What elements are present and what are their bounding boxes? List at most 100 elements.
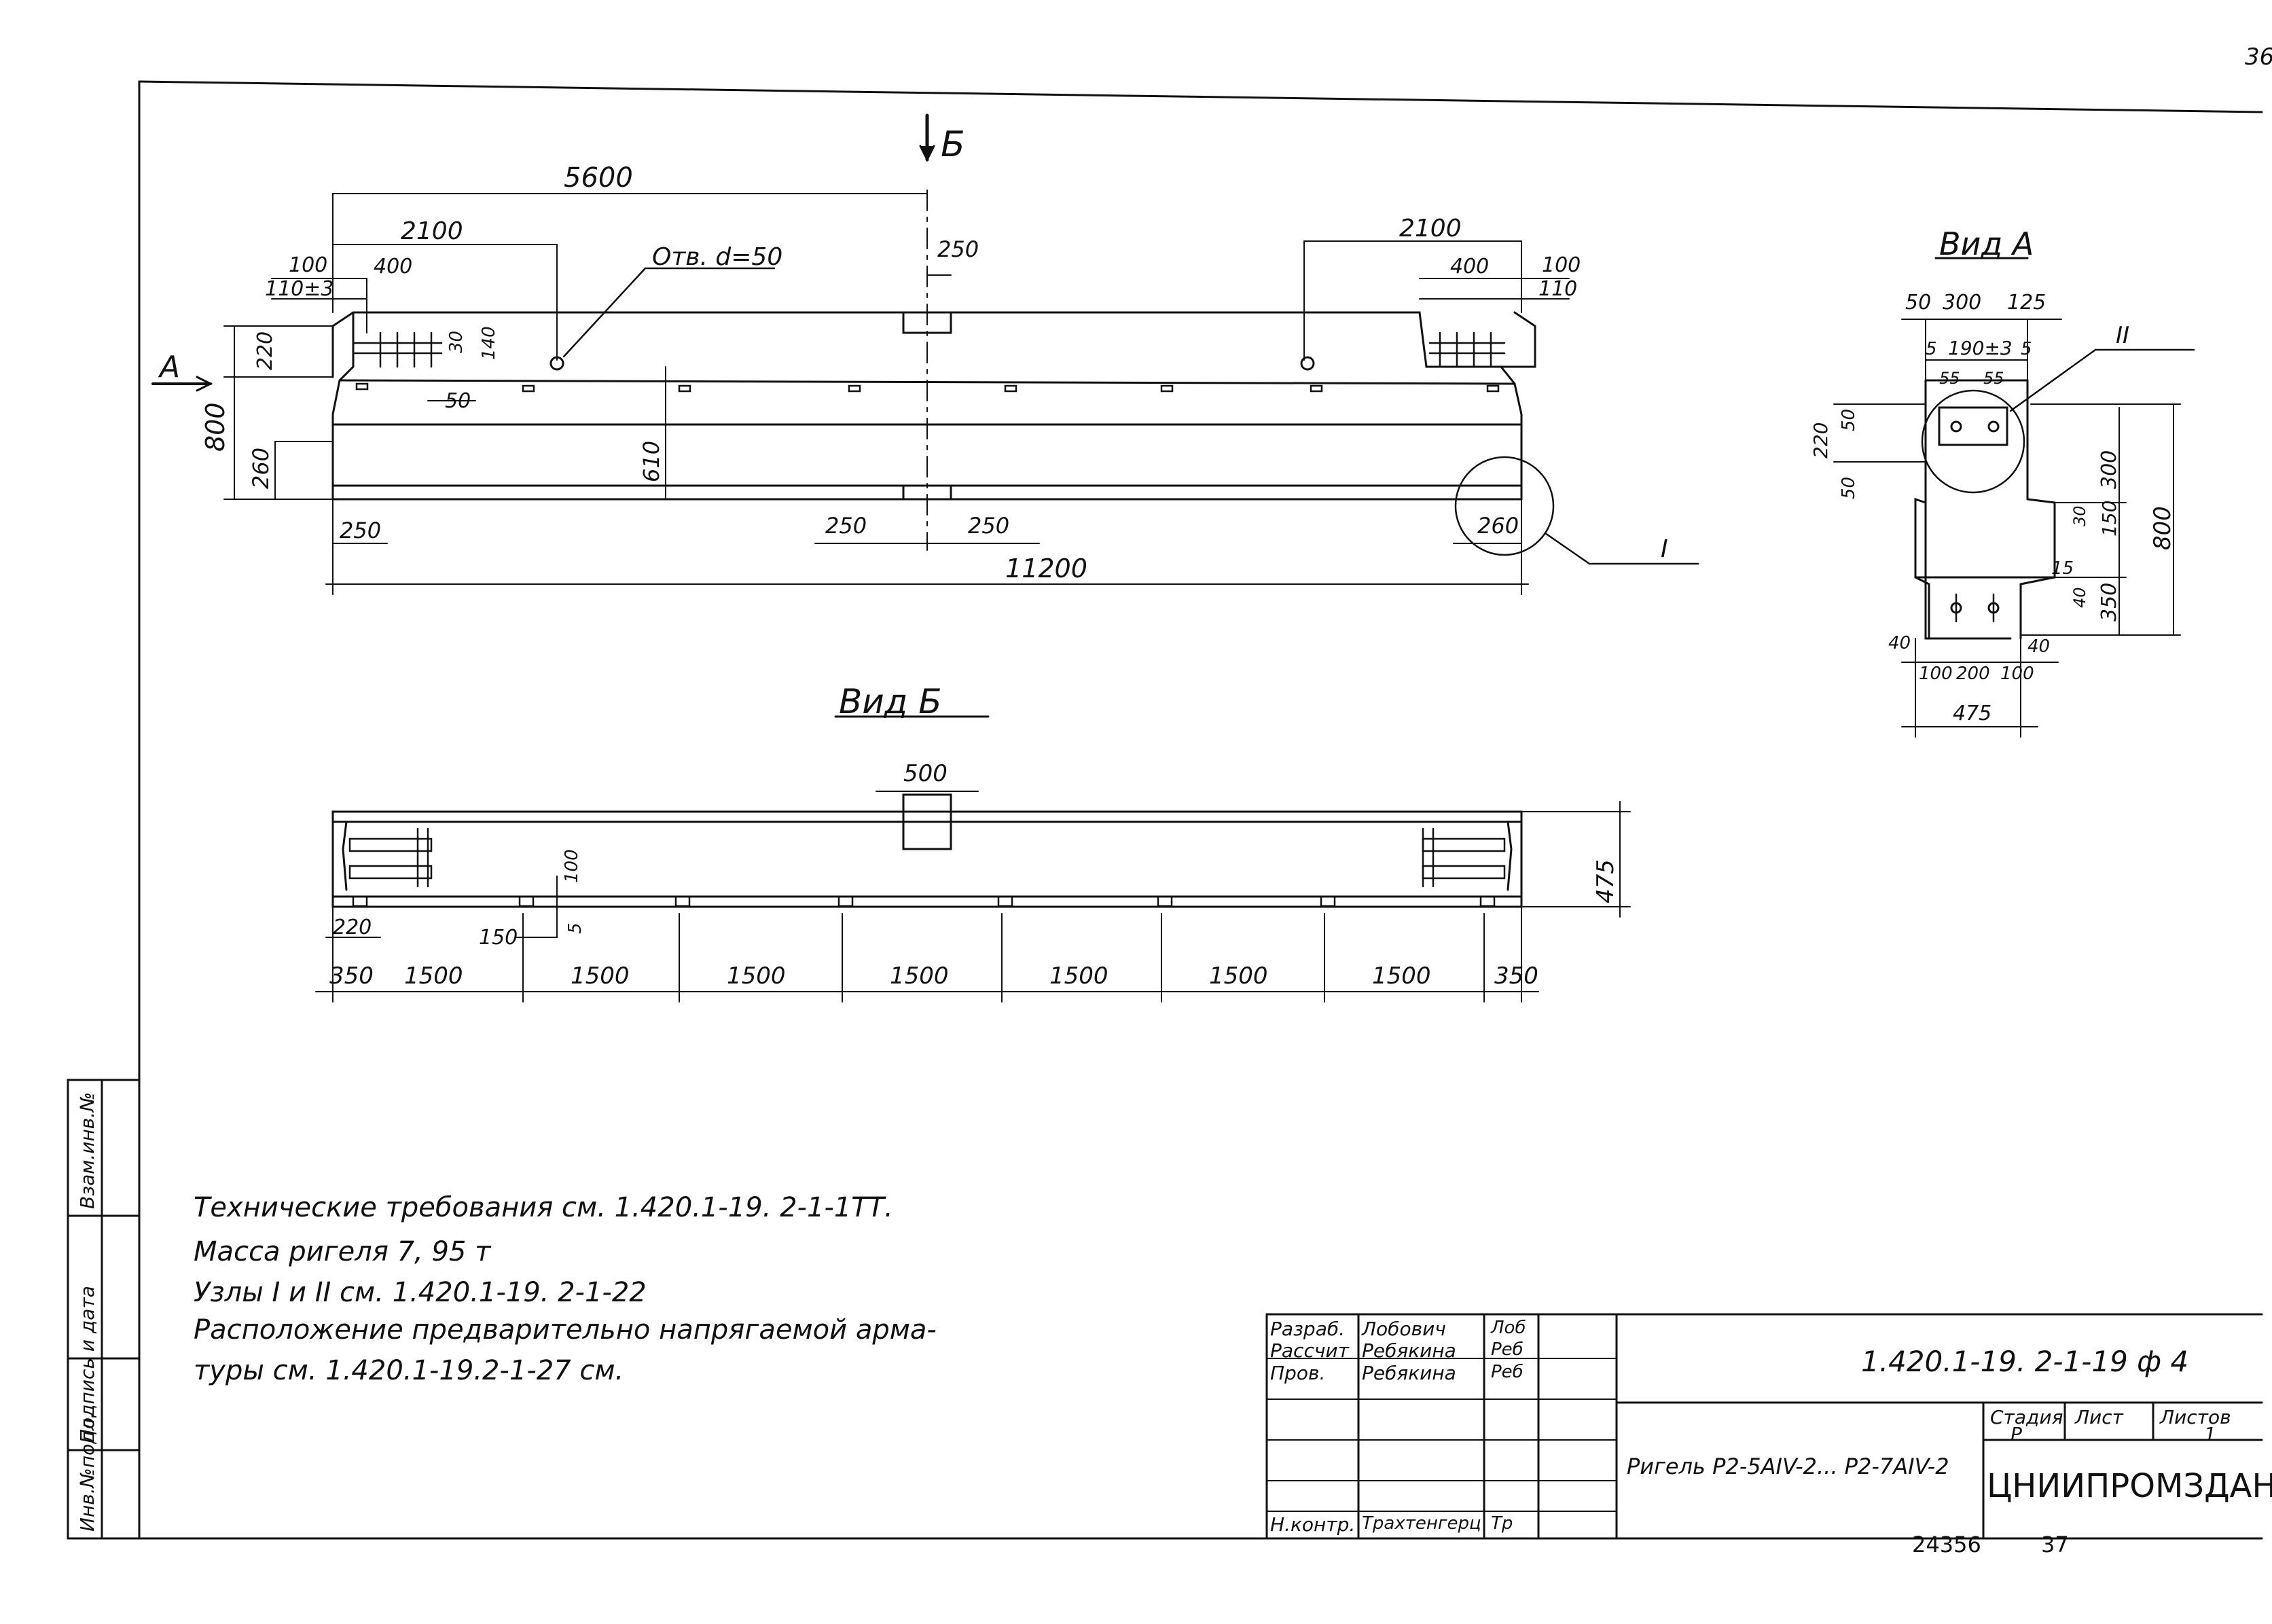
dim-100-right: 100 [1542, 253, 1581, 277]
view-a-dim-125: 125 [2007, 291, 2046, 314]
view-a-dim-150: 150 [2098, 501, 2121, 537]
view-a-dimension-lines [1833, 319, 2181, 738]
note-rebar-1: Расположение предварительно напрягаемой … [194, 1314, 937, 1346]
tb-sheets-label: Листов [2160, 1406, 2231, 1428]
view-a-dim-800: 800 [2149, 506, 2176, 550]
tb-sheet-label: Лист [2075, 1406, 2123, 1428]
tb-product: Ригель Р2-5АIV-2... Р2-7АIV-2 [1627, 1454, 1949, 1479]
note-mass: Масса ригеля 7, 95 т [194, 1236, 491, 1267]
tb-role-1: Разраб. [1270, 1318, 1346, 1340]
view-a-dim-350: 350 [2097, 583, 2121, 621]
view-b-dim-1500-6: 1500 [1209, 962, 1268, 990]
side-stamp-labels: Инв.№подл. Подпись и дата Взам.инв.№ [76, 1092, 98, 1532]
stamp-inv-label: Инв.№подл. [76, 1413, 98, 1532]
view-a-arrow [151, 376, 213, 392]
tb-stage-value: Р [2010, 1423, 2022, 1445]
tb-sign-2: Реб [1491, 1339, 1523, 1360]
tb-stage-label: Стадия [1990, 1406, 2063, 1428]
note-nodes: Узлы I и II см. 1.420.1-19. 2-1-22 [194, 1277, 647, 1308]
dim-2100-right: 2100 [1399, 215, 1462, 242]
tb-role-7: Н.контр. [1270, 1513, 1356, 1536]
stamp-sign-label: Подпись и дата [76, 1286, 98, 1443]
main-dimension-labels: 5600 2100 2100 250 100 110±3 400 400 100… [200, 162, 1581, 583]
dim-30: 30 [446, 331, 467, 353]
footer-number-left: 24356 [1912, 1532, 1981, 1557]
view-a-dim-40-vertical: 40 [2070, 587, 2089, 608]
beam-top-view [331, 793, 1523, 908]
node-2-label: II [2116, 322, 2129, 349]
stamp-replace-label: Взам.инв.№ [76, 1092, 98, 1209]
dim-220: 220 [253, 331, 277, 370]
tb-sign-1: Лоб [1491, 1318, 1526, 1338]
view-b-dim-5: 5 [565, 922, 585, 934]
view-a-dim-55b: 55 [1983, 369, 2004, 388]
dim-260: 260 [248, 448, 274, 489]
view-a-dim-50: 50 [1905, 291, 1931, 314]
tb-sign-3: Реб [1491, 1362, 1523, 1382]
node-1-label: I [1661, 535, 1668, 563]
dim-250-center-2: 250 [968, 513, 1009, 539]
view-b-dim-150: 150 [479, 926, 518, 950]
view-a-dim-50-vertical-2: 50 [1839, 477, 1859, 499]
note-rebar-2: туры см. 1.420.1-19.2-1-27 см. [194, 1355, 624, 1386]
view-b-title: Вид Б [839, 682, 942, 721]
beam-elevation [331, 190, 1699, 565]
view-b-dim-1500-3: 1500 [727, 962, 786, 990]
view-b-dim-1500-7: 1500 [1372, 962, 1431, 990]
dim-11200: 11200 [1005, 554, 1087, 583]
dim-110-left: 110±3 [265, 277, 333, 301]
dim-800: 800 [200, 402, 230, 452]
view-a-dim-300-vertical: 300 [2097, 450, 2121, 489]
hole-label: Отв. d=50 [652, 243, 782, 271]
view-b-dim-475: 475 [1592, 859, 1619, 903]
view-a-dimension-labels: 50 300 125 5 190±3 5 55 55 220 50 50 300… [1809, 291, 2176, 725]
view-a-dim-5b: 5 [2021, 339, 2032, 359]
view-b-dimension-lines [315, 791, 1631, 1003]
dim-260-bottom-right: 260 [1477, 513, 1519, 539]
dim-250-center-1: 250 [825, 513, 867, 539]
tb-name-7: Трахтенгерц [1362, 1513, 1481, 1534]
section-mark: Б [941, 124, 965, 165]
dim-250-top: 250 [937, 236, 979, 262]
view-a-dim-30: 30 [2070, 505, 2089, 526]
dim-610: 610 [638, 441, 664, 482]
view-a-mark: А [158, 350, 180, 384]
view-b-dim-1500-1: 1500 [404, 962, 463, 990]
view-a-dim-200: 200 [1956, 664, 1990, 684]
dim-140: 140 [479, 326, 499, 360]
dim-110-right: 110 [1538, 277, 1577, 301]
tb-role-2: Рассчит [1270, 1339, 1349, 1362]
view-a-dim-300: 300 [1943, 291, 1981, 314]
view-b-dim-350-right: 350 [1494, 962, 1538, 990]
view-b-dim-1500-4: 1500 [890, 962, 949, 990]
view-a-dim-55a: 55 [1939, 369, 1960, 388]
tb-role-3: Пров. [1270, 1362, 1326, 1384]
view-a-dim-40-right: 40 [2027, 636, 2050, 657]
dim-250-bottom-left: 250 [340, 518, 381, 543]
view-a-title: Вид А [1939, 225, 2034, 262]
view-a-dim-100-right: 100 [2000, 664, 2034, 684]
dim-2100-left: 2100 [401, 217, 463, 245]
view-a-dim-15: 15 [2051, 558, 2074, 579]
view-a-dim-475: 475 [1953, 702, 1991, 725]
tb-sign-7: Тр [1491, 1513, 1513, 1534]
cross-section [1914, 348, 2195, 640]
main-dimension-lines [223, 193, 1570, 595]
tb-name-2: Ребякина [1362, 1339, 1456, 1362]
view-b-dimension-labels: 500 475 100 5 220 150 350 1500 1500 1500… [329, 760, 1619, 990]
view-a-dim-100-left: 100 [1919, 664, 1953, 684]
view-a-dim-50-vertical: 50 [1839, 409, 1859, 431]
dim-400-right: 400 [1450, 255, 1489, 278]
tb-name-3: Ребякина [1362, 1362, 1456, 1384]
view-b-dim-1500-2: 1500 [571, 962, 630, 990]
view-a-dim-40-left: 40 [1888, 633, 1911, 653]
view-b-dim-220: 220 [333, 916, 372, 939]
tb-doc-code: 1.420.1-19. 2-1-19 ф 4 [1861, 1345, 2189, 1378]
tb-name-1: Лобович [1362, 1318, 1446, 1340]
section-arrow [919, 113, 935, 162]
sheet-frame [67, 80, 2263, 1540]
note-tech-requirements: Технические требования см. 1.420.1-19. 2… [194, 1192, 893, 1223]
page-number: 36 [2245, 43, 2272, 71]
footer-number-right: 37 [2041, 1532, 2069, 1557]
